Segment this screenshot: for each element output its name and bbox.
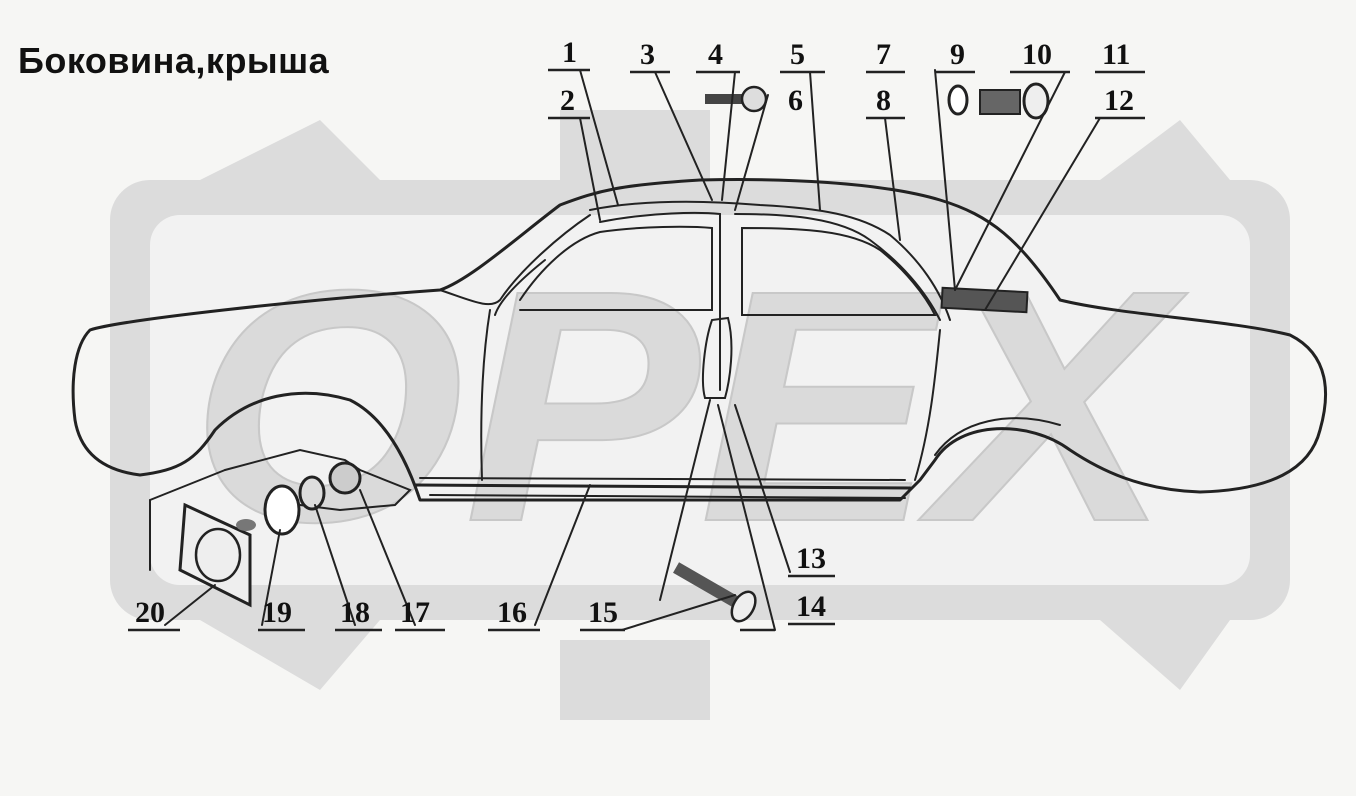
callout-10: 10 — [1022, 38, 1052, 71]
washer-part-9 — [947, 84, 969, 116]
callout-12: 12 — [1104, 84, 1134, 117]
callout-11: 11 — [1102, 38, 1130, 71]
callout-16: 16 — [497, 596, 527, 629]
callout-4: 4 — [708, 38, 723, 71]
diagram-title: Боковина,крыша — [18, 40, 330, 81]
washer-part-18 — [298, 475, 326, 511]
car-outline — [71, 178, 1328, 512]
nut-part-17 — [328, 461, 362, 495]
plate-part-20 — [178, 502, 256, 608]
callout-3: 3 — [640, 38, 655, 71]
callout-19: 19 — [262, 596, 292, 629]
callout-7: 7 — [876, 38, 891, 71]
loose-parts — [178, 82, 1050, 623]
callout-14: 14 — [796, 590, 826, 623]
screw-part-15 — [673, 562, 757, 623]
callout-17: 17 — [400, 596, 430, 629]
screw-part-4 — [705, 85, 768, 113]
callout-6: 6 — [788, 84, 803, 117]
callout-2: 2 — [560, 84, 575, 117]
callout-18: 18 — [340, 596, 370, 629]
callout-5: 5 — [790, 38, 805, 71]
callout-20: 20 — [135, 596, 165, 629]
callout-9: 9 — [950, 38, 965, 71]
watermark-text: OPEX — [190, 221, 1188, 590]
leader-lines — [149, 69, 1101, 631]
callout-13: 13 — [796, 542, 826, 575]
callout-1: 1 — [562, 36, 577, 69]
bushing-part-10 — [979, 82, 1050, 120]
callout-15: 15 — [588, 596, 618, 629]
callout-numbers: 1 2 3 4 5 6 7 8 9 10 11 12 13 14 15 16 1… — [128, 36, 1145, 632]
callout-8: 8 — [876, 84, 891, 117]
washer-part-19 — [263, 484, 301, 536]
